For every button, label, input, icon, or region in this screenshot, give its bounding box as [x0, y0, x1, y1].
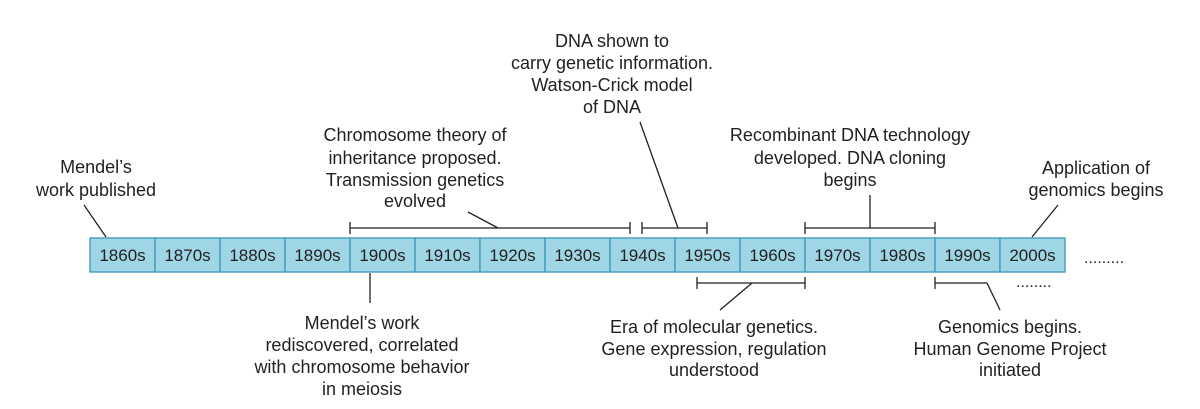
- decade-cell: [349, 237, 416, 273]
- annotation-genomics-application: Application of genomics begins: [1028, 158, 1163, 200]
- decade-label: 1920s: [489, 246, 535, 265]
- annotation-molecular-genetics: Era of molecular genetics. Gene expressi…: [601, 317, 826, 380]
- decade-label: 1870s: [164, 246, 210, 265]
- timeline-continuation-dots-below: ........: [1016, 274, 1052, 291]
- annotation-line: Human Genome Project: [913, 339, 1106, 359]
- annotation-line: inheritance proposed.: [328, 148, 501, 168]
- annotation-chromosome-theory: Chromosome theory of inheritance propose…: [323, 125, 507, 211]
- annotation-line: carry genetic information.: [511, 53, 713, 73]
- decade-label: 1980s: [879, 246, 925, 265]
- leader-line-dna-genetic-info: [639, 121, 679, 229]
- annotation-line: evolved: [384, 191, 446, 211]
- annotation-mendel-rediscovered: Mendel’s work rediscovered, correlated w…: [253, 313, 469, 399]
- annotation-dna-genetic-info: DNA shown to carry genetic information. …: [511, 31, 713, 117]
- leader-line-genomics-begins: [986, 282, 1001, 311]
- annotation-line: initiated: [979, 360, 1041, 380]
- decade-label: 1990s: [944, 246, 990, 265]
- annotation-line: in meiosis: [322, 379, 402, 399]
- decade-label: 1900s: [359, 246, 405, 265]
- annotation-line: developed. DNA cloning: [754, 148, 946, 168]
- decade-cell: [479, 237, 546, 273]
- leader-line-chromosome-theory: [467, 211, 499, 229]
- decade-cell: [804, 237, 871, 273]
- decade-label: 1910s: [424, 246, 470, 265]
- annotation-recombinant-dna: Recombinant DNA technology developed. DN…: [730, 125, 970, 190]
- decade-label: 1960s: [749, 246, 795, 265]
- annotation-line: rediscovered, correlated: [265, 335, 458, 355]
- decade-label: 1930s: [554, 246, 600, 265]
- decade-cell: [154, 237, 221, 273]
- decade-cell: [544, 237, 611, 273]
- timeline-continuation-dots: .........: [1084, 250, 1124, 267]
- leader-line-molecular-genetics: [719, 282, 753, 311]
- decade-cell: [219, 237, 286, 273]
- leader-lines: [83, 121, 1059, 311]
- decade-label: 1880s: [229, 246, 275, 265]
- annotation-line: Recombinant DNA technology: [730, 125, 970, 145]
- annotation-line: with chromosome behavior: [253, 357, 469, 377]
- decade-cell: [934, 237, 1001, 273]
- decade-cell: [609, 237, 676, 273]
- annotation-mendel-published: Mendel’s work published: [35, 157, 156, 200]
- annotation-line: Gene expression, regulation: [601, 339, 826, 359]
- decade-bar: 1860s 1870s 1880s 1890s 1900s 1910s 1920s 1930s…: [89, 237, 1066, 273]
- annotation-line: DNA shown to: [555, 31, 669, 51]
- annotation-line: Genomics begins.: [938, 317, 1082, 337]
- leader-line-mendel-published: [83, 204, 107, 238]
- annotation-line: work published: [35, 180, 156, 200]
- annotation-line: of DNA: [583, 97, 641, 117]
- decade-label: 1940s: [619, 246, 665, 265]
- decade-label: 1860s: [99, 246, 145, 265]
- decade-label: 1950s: [684, 246, 730, 265]
- annotation-line: genomics begins: [1028, 180, 1163, 200]
- decade-cell: [999, 237, 1066, 273]
- leader-line-genomics-application: [1031, 204, 1059, 238]
- decade-cell: [414, 237, 481, 273]
- annotation-line: Mendel’s work: [305, 313, 421, 333]
- decade-label: 1890s: [294, 246, 340, 265]
- decade-cell: [869, 237, 936, 273]
- decade-label: 1970s: [814, 246, 860, 265]
- decade-label: 2000s: [1009, 246, 1055, 265]
- decade-cell: [674, 237, 741, 273]
- annotation-line: Transmission genetics: [326, 170, 504, 190]
- annotation-line: Application of: [1042, 158, 1151, 178]
- annotation-line: begins: [823, 170, 876, 190]
- decade-cell: [89, 237, 156, 273]
- annotation-line: understood: [669, 360, 759, 380]
- annotation-line: Watson-Crick model: [531, 75, 692, 95]
- annotation-line: Era of molecular genetics.: [610, 317, 818, 337]
- annotation-line: Mendel’s: [60, 157, 132, 177]
- annotation-genomics-begins: Genomics begins. Human Genome Project in…: [913, 317, 1106, 380]
- annotation-line: Chromosome theory of: [323, 125, 507, 145]
